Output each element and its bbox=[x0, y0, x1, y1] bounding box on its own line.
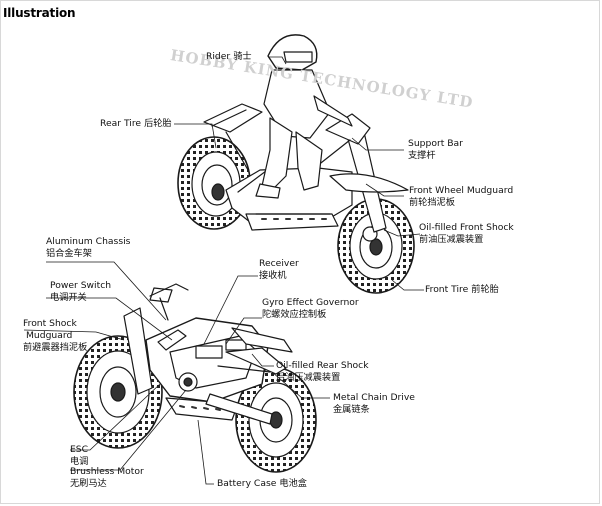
top-chassis bbox=[203, 103, 409, 233]
top-rider bbox=[255, 34, 353, 199]
bottom-rear-wheel bbox=[235, 367, 317, 473]
page-heading: Illustration bbox=[3, 6, 76, 20]
